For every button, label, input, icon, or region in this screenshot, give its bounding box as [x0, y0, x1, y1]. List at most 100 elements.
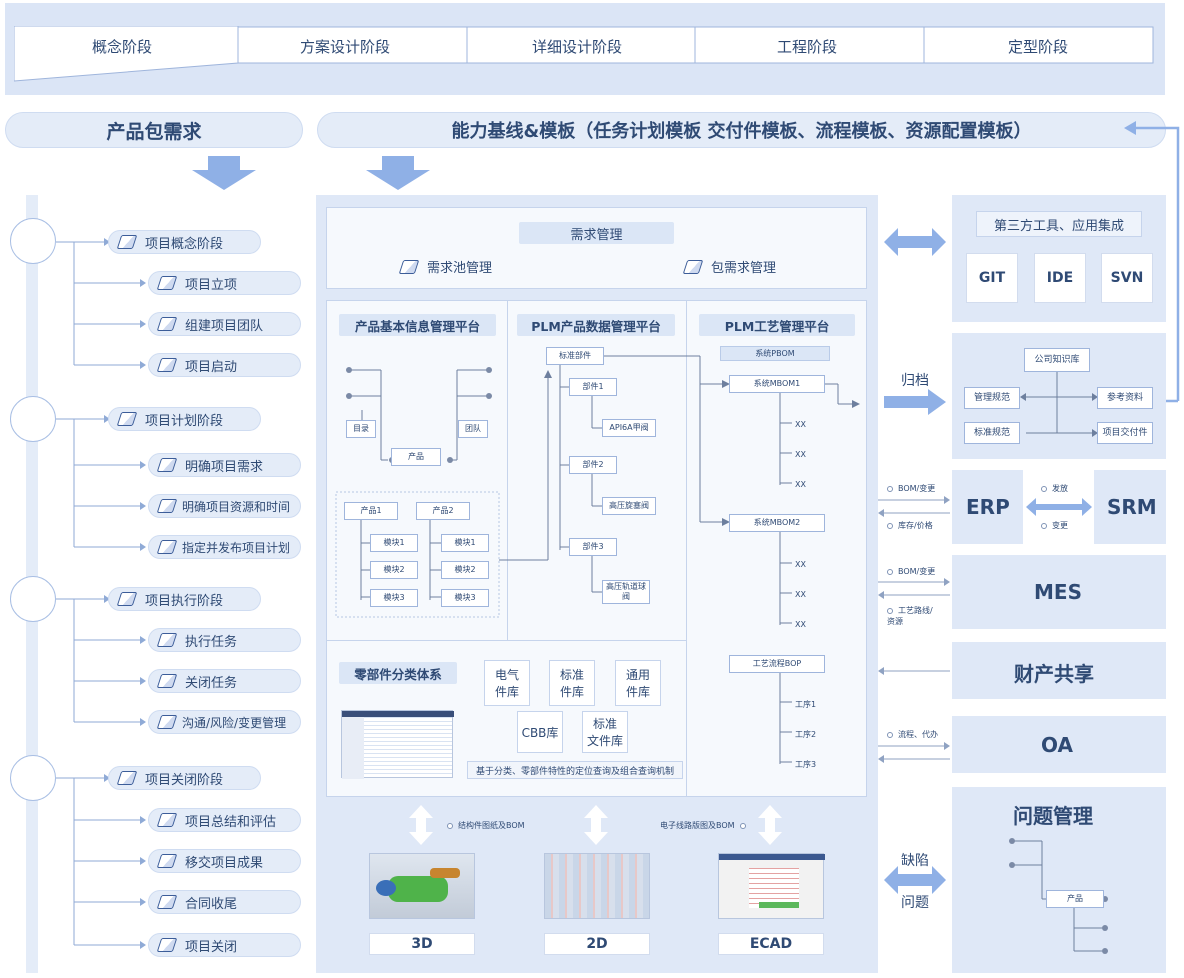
dot-icon	[887, 485, 893, 492]
node-mbom2: 系统MBOM2	[729, 514, 825, 532]
stage-4: 工程阶段	[777, 38, 838, 56]
btn-ecad[interactable]: ECAD	[718, 933, 824, 955]
erp-label: ERP	[966, 495, 1010, 519]
item-handover[interactable]: 移交项目成果	[148, 849, 301, 873]
srm-panel	[1094, 470, 1166, 544]
lib-cbb[interactable]: CBB库	[517, 711, 563, 753]
tool-ide[interactable]: IDE	[1034, 253, 1086, 303]
node-p2: 产品2	[416, 502, 470, 520]
problem-panel	[952, 787, 1166, 973]
node-part3: 部件3	[569, 538, 617, 556]
question-label: 问题	[901, 895, 929, 911]
item-build-team[interactable]: 组建项目团队	[148, 312, 301, 336]
req-pkg[interactable]: 包需求管理	[682, 257, 776, 276]
cube-icon	[156, 813, 178, 827]
item-contract-close[interactable]: 合同收尾	[148, 890, 301, 914]
cube-icon	[398, 259, 420, 274]
updown-arrows	[409, 805, 782, 845]
cube-icon	[682, 259, 704, 274]
mes-panel	[952, 555, 1166, 629]
lib-electrical[interactable]: 电气 件库	[484, 660, 530, 706]
cube-icon	[156, 854, 178, 868]
kb-mgmt: 管理规范	[964, 387, 1020, 409]
mbom1-xx1: XX	[795, 420, 806, 429]
mes-route: 工艺路线/ 资源	[887, 606, 933, 626]
item-project-kickoff[interactable]: 项目启动	[148, 353, 301, 377]
node-bop: 工艺流程BOP	[729, 655, 825, 673]
divider-v1	[507, 300, 508, 640]
erp-srm-arrow	[1026, 498, 1092, 516]
req-pool[interactable]: 需求池管理	[398, 257, 492, 276]
node-p1-m3: 模块3	[370, 589, 418, 607]
third-party-arrow	[884, 228, 946, 256]
item-clarify-resource[interactable]: 明确项目资源和时间	[148, 494, 301, 518]
mes-bom: BOM/变更	[887, 566, 935, 577]
mes-arrows	[878, 578, 950, 599]
erp-srm-issue: 发放	[1041, 483, 1068, 494]
stage-1: 概念阶段	[92, 38, 153, 56]
thumb-2d	[544, 853, 650, 919]
thumb-ecad	[718, 853, 825, 919]
cube-icon	[156, 276, 178, 290]
node-p1-m1: 模块1	[370, 534, 418, 552]
item-project-initiation[interactable]: 项目立项	[148, 271, 301, 295]
btn-3d[interactable]: 3D	[369, 933, 475, 955]
kb-lines	[1020, 371, 1098, 437]
parts-screenshot	[341, 710, 454, 779]
problem-tree	[1009, 838, 1108, 954]
cube-icon	[156, 458, 178, 472]
cube-icon	[156, 317, 178, 331]
oa-label: OA	[1041, 733, 1073, 757]
tool-git[interactable]: GIT	[966, 253, 1018, 303]
erp-arrows	[878, 496, 950, 517]
item-clarify-req[interactable]: 明确项目需求	[148, 453, 301, 477]
phase-execute[interactable]: 项目执行阶段	[108, 587, 261, 611]
erp-panel	[952, 470, 1023, 544]
item-close-task[interactable]: 关闭任务	[148, 669, 301, 693]
kb-std: 标准规范	[964, 422, 1020, 444]
asset-panel	[952, 642, 1166, 699]
srm-label: SRM	[1107, 495, 1157, 519]
item-project-close[interactable]: 项目关闭	[148, 933, 301, 957]
item-risk-change[interactable]: 沟通/风险/变更管理	[148, 710, 301, 734]
btn-2d[interactable]: 2D	[544, 933, 650, 955]
platform-plm-proc-title: PLM工艺管理平台	[699, 314, 855, 336]
tool-svn[interactable]: SVN	[1101, 253, 1153, 303]
dot-icon	[447, 822, 453, 829]
node-p2-m3: 模块3	[441, 589, 489, 607]
lib-general[interactable]: 通用 件库	[615, 660, 661, 706]
node-part2: 部件2	[569, 456, 617, 474]
stage-3: 详细设计阶段	[532, 38, 623, 56]
cube-icon	[156, 938, 178, 952]
dot-icon	[887, 731, 893, 738]
node-p1: 产品1	[344, 502, 398, 520]
dot-icon	[887, 607, 893, 614]
phase-concept[interactable]: 项目概念阶段	[108, 230, 261, 254]
third-party-title-box: 第三方工具、应用集成	[976, 211, 1142, 237]
elec-label: 电子线路版图及BOM	[660, 820, 751, 831]
problem-arrow	[884, 866, 946, 894]
mbom2-xx1: XX	[795, 560, 806, 569]
phase-plan[interactable]: 项目计划阶段	[108, 407, 261, 431]
lib-std-doc[interactable]: 标准 文件库	[582, 711, 628, 753]
node-part1: 部件1	[569, 378, 617, 396]
lib-standard[interactable]: 标准 件库	[549, 660, 595, 706]
cube-icon	[116, 592, 138, 606]
mbom2-xx3: XX	[795, 620, 806, 629]
item-summary[interactable]: 项目总结和评估	[148, 808, 301, 832]
dot-icon	[1041, 522, 1047, 529]
node-p2-m2: 模块2	[441, 561, 489, 579]
dot-icon	[887, 522, 893, 529]
stage-funnel	[14, 26, 1154, 82]
kb-deliv: 项目交付件	[1097, 422, 1153, 444]
node-p1-m2: 模块2	[370, 561, 418, 579]
dot-icon	[739, 822, 746, 829]
phase-close[interactable]: 项目关闭阶段	[108, 766, 261, 790]
node-part2-child: 高压旋塞阀	[602, 497, 656, 515]
bop-step2: 工序2	[795, 730, 817, 739]
phase-circle-3	[10, 576, 56, 622]
oa-arrows	[878, 742, 950, 763]
item-publish-plan[interactable]: 指定并发布项目计划	[148, 535, 301, 559]
item-execute-task[interactable]: 执行任务	[148, 628, 301, 652]
divider-h	[326, 640, 686, 641]
